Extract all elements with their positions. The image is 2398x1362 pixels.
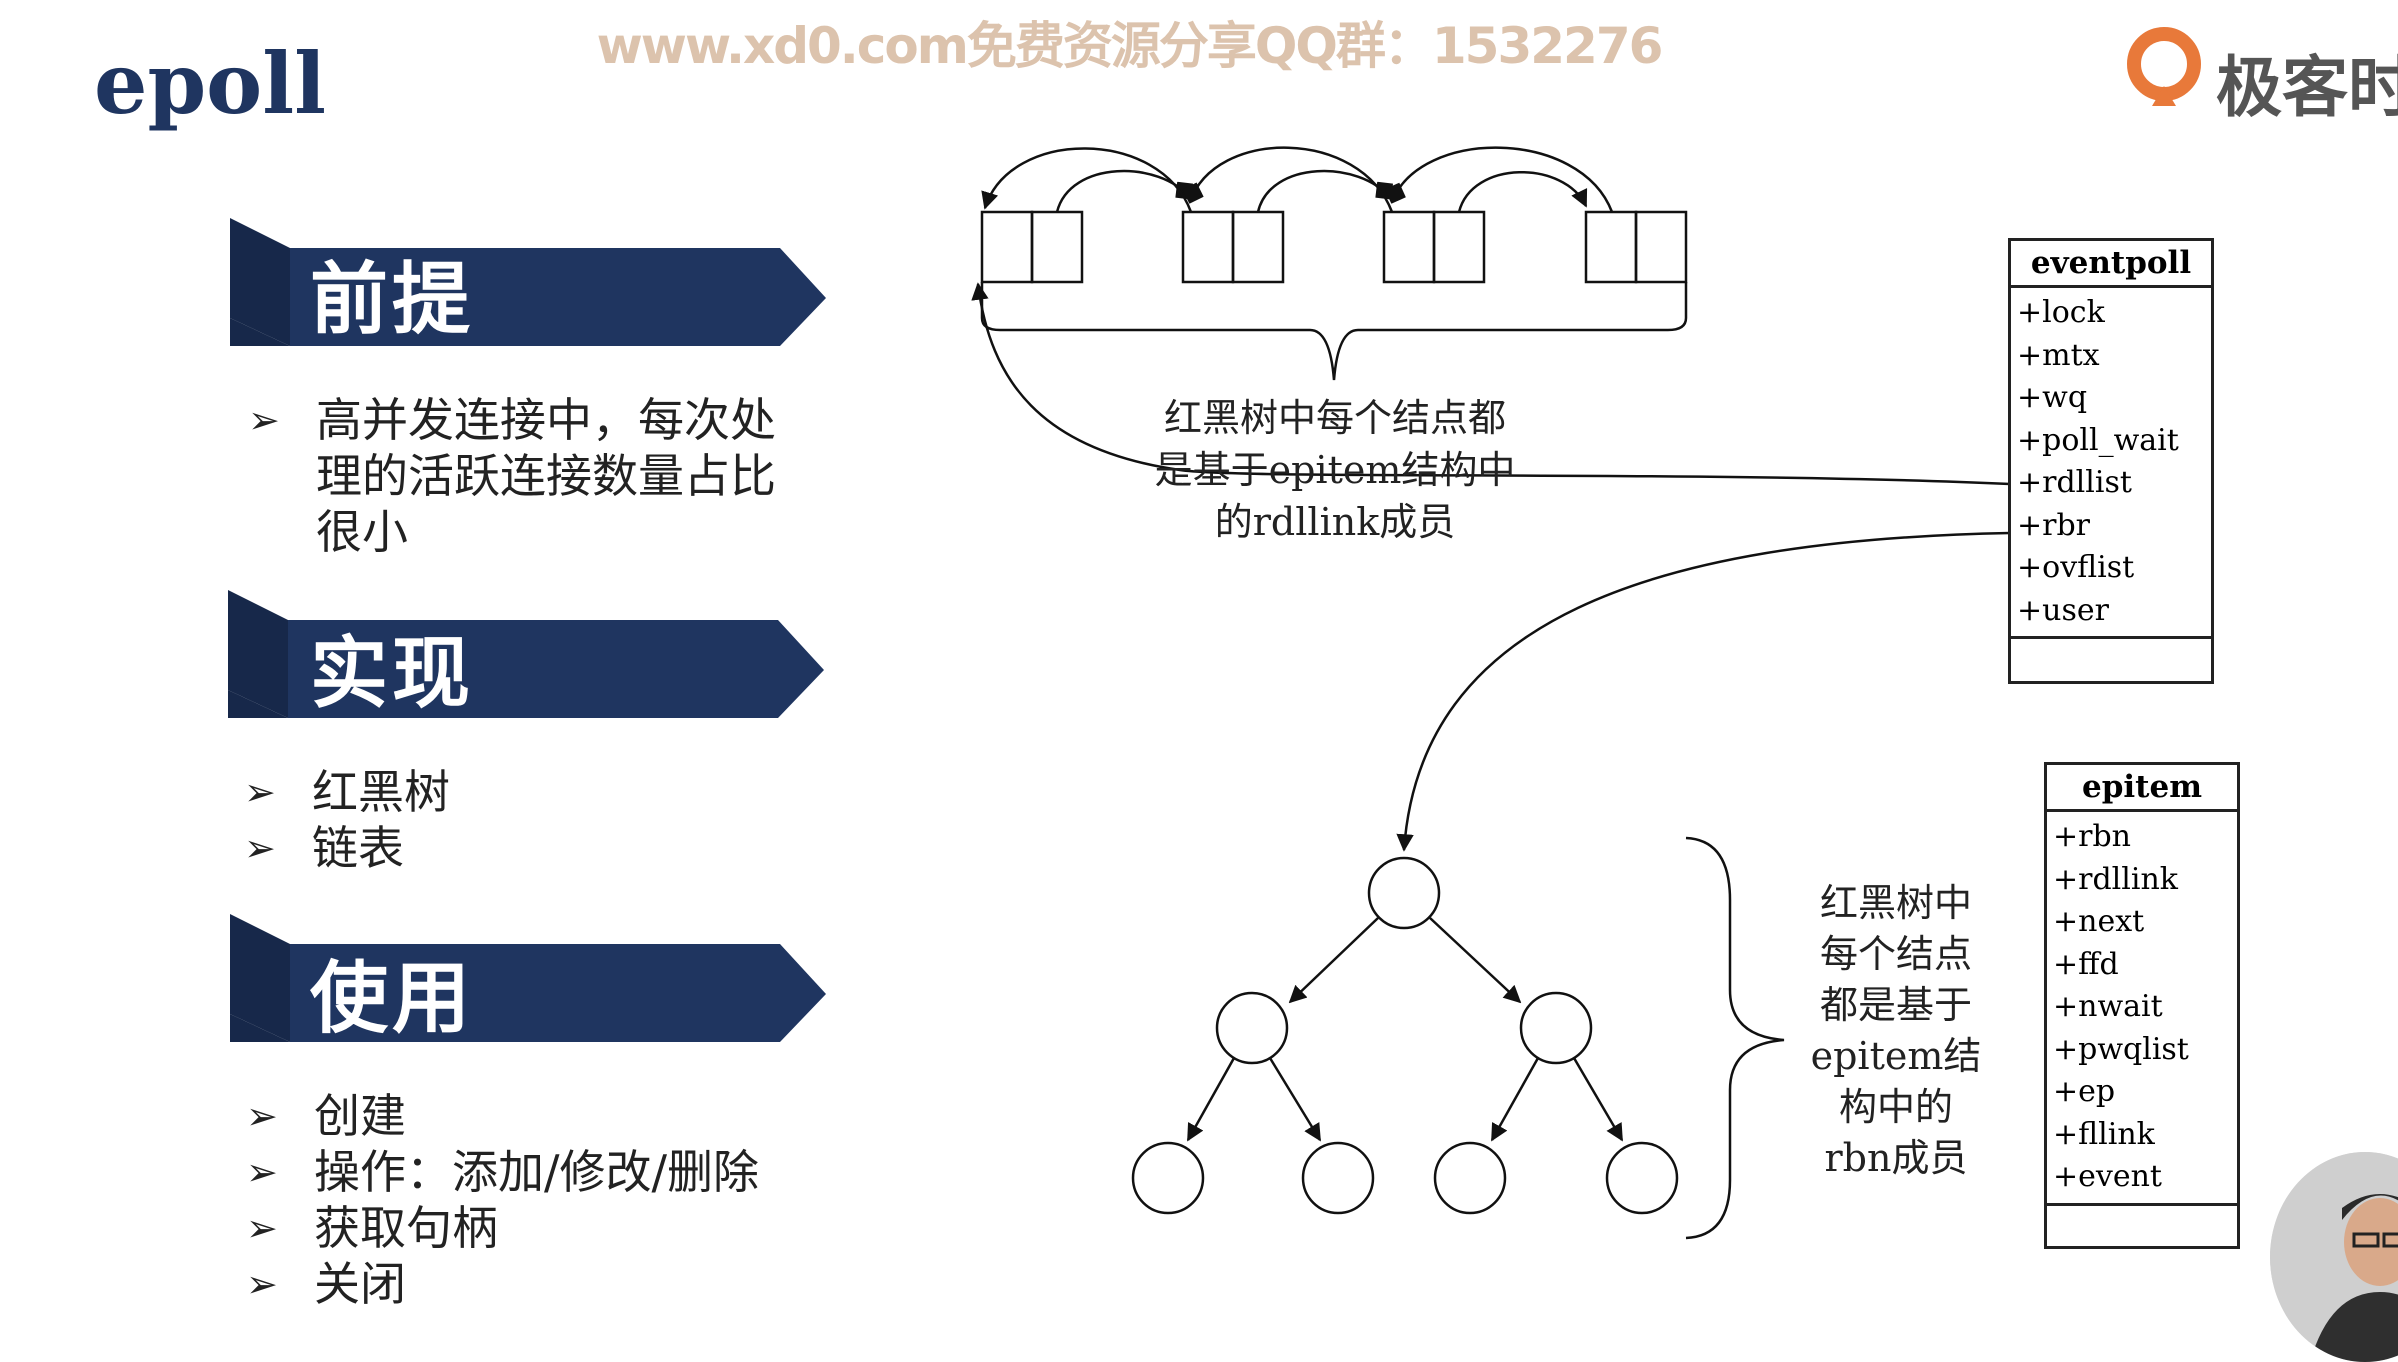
tree-edge xyxy=(1490,1057,1540,1142)
bullet-line: 理的活跃连接数量占比 xyxy=(316,449,776,503)
tree-node xyxy=(1367,856,1441,930)
struct-field: +event xyxy=(2053,1159,2162,1194)
epitem-struct-box: epitem +rbn +rdllink +next +ffd +nwait +… xyxy=(2044,762,2240,1249)
list-item: ➢红黑树 xyxy=(244,765,450,819)
struct-name: eventpoll xyxy=(2011,241,2211,288)
struct-field: +user xyxy=(2017,592,2109,628)
arrow-bullet-icon: ➢ xyxy=(246,1094,278,1138)
struct-field: +fllink xyxy=(2053,1116,2155,1152)
struct-field: +next xyxy=(2053,904,2145,939)
section-heading-usage: 使用 xyxy=(309,954,474,1044)
tree-edge xyxy=(1572,1057,1624,1142)
tree-edge xyxy=(1186,1057,1236,1142)
tree-edge xyxy=(1288,917,1379,1004)
tree-node xyxy=(1301,1141,1375,1215)
arrow-bullet-icon: ➢ xyxy=(244,770,276,814)
bullet-line: 很小 xyxy=(316,505,408,559)
arrow-bullet-icon: ➢ xyxy=(246,1150,278,1194)
struct-field: +rbr xyxy=(2017,507,2091,543)
struct-field: +rdllink xyxy=(2053,861,2178,897)
struct-field: +pwqlist xyxy=(2053,1031,2189,1067)
list-item: ➢ 高并发连接中，每次处 理的活跃连接数量占比 很小 xyxy=(248,392,848,560)
struct-field: +wq xyxy=(2017,380,2088,415)
rbr-arrow xyxy=(1396,531,2011,852)
usage-bullets: ➢创建 ➢操作：添加/修改/删除 ➢获取句柄 ➢关闭 xyxy=(246,1088,906,1312)
list-node xyxy=(1181,210,1285,284)
struct-name: epitem xyxy=(2047,765,2237,812)
list-item: ➢链表 xyxy=(244,821,404,875)
struct-field: +nwait xyxy=(2053,989,2163,1024)
section-banner-shape xyxy=(230,914,826,1042)
tree-caption: 红黑树中 每个结点 都是基于 epitem结 构中的 rbn成员 xyxy=(1810,881,1982,1180)
struct-field: +mtx xyxy=(2017,337,2100,373)
rdllist-arrow xyxy=(971,282,2011,486)
list-item: ➢获取句柄 xyxy=(246,1201,498,1255)
tree-node xyxy=(1131,1141,1205,1215)
struct-field: +rbn xyxy=(2053,819,2132,854)
list-caption: 红黑树中每个结点都 是基于epitem结构中 的rdllink成员 xyxy=(1154,396,1516,544)
struct-footer xyxy=(2047,1202,2237,1246)
next-link-arrow xyxy=(1055,169,1193,213)
slide-title: epoll xyxy=(94,34,327,133)
arrow-bullet-icon: ➢ xyxy=(246,1206,278,1250)
list-node xyxy=(1382,210,1486,284)
arrow-bullet-icon: ➢ xyxy=(248,398,280,442)
struct-footer xyxy=(2011,636,2211,681)
tree-node xyxy=(1215,991,1289,1065)
struct-field: +ep xyxy=(2053,1074,2116,1109)
struct-field: +lock xyxy=(2017,295,2105,330)
struct-field: +rdllist xyxy=(2017,465,2132,500)
arrow-bullet-icon: ➢ xyxy=(244,826,276,870)
list-brace xyxy=(980,282,1688,381)
tree-node xyxy=(1519,991,1593,1065)
prev-link-arrow xyxy=(981,147,1193,213)
next-link-arrow xyxy=(1457,171,1588,213)
watermark: www.xd0.com免费资源分享QQ群：1532276 xyxy=(0,6,2398,78)
next-link-arrow xyxy=(1256,169,1393,213)
implementation-bullets: ➢红黑树 ➢链表 xyxy=(244,764,844,876)
struct-field: +poll_wait xyxy=(2017,422,2179,458)
bullet-line: 高并发连接中，每次处 xyxy=(316,393,776,447)
tree-node xyxy=(1433,1141,1507,1215)
brand-name: 极客时 xyxy=(2216,49,2398,126)
tree-edge xyxy=(1268,1057,1322,1142)
prev-link-arrow xyxy=(1384,146,1614,213)
list-item: ➢创建 xyxy=(246,1089,406,1143)
tree-node xyxy=(1605,1141,1679,1215)
prev-link-arrow xyxy=(1182,146,1394,213)
section-heading-implementation: 实现 xyxy=(309,629,474,719)
watermark-text: www.xd0.com免费资源分享QQ群：1532276 xyxy=(596,17,1664,75)
list-node xyxy=(1584,210,1688,284)
list-item: ➢关闭 xyxy=(246,1257,406,1311)
arrow-bullet-icon: ➢ xyxy=(246,1262,278,1306)
section-banner-shape xyxy=(228,590,824,718)
eventpoll-struct-box: eventpoll +lock +mtx +wq +poll_wait +rdl… xyxy=(2008,238,2214,684)
list-node xyxy=(980,210,1084,284)
list-item: ➢操作：添加/修改/删除 xyxy=(246,1145,759,1199)
struct-field: +ffd xyxy=(2053,946,2119,982)
section-banner-shape xyxy=(230,218,826,346)
struct-field: +ovflist xyxy=(2017,550,2135,585)
brand-logo-icon xyxy=(2127,27,2201,106)
premise-bullets: ➢ 高并发连接中，每次处 理的活跃连接数量占比 很小 xyxy=(248,392,848,560)
tree-edge xyxy=(1429,917,1522,1004)
section-heading-premise: 前提 xyxy=(309,255,474,345)
tree-brace xyxy=(1685,836,1785,1240)
